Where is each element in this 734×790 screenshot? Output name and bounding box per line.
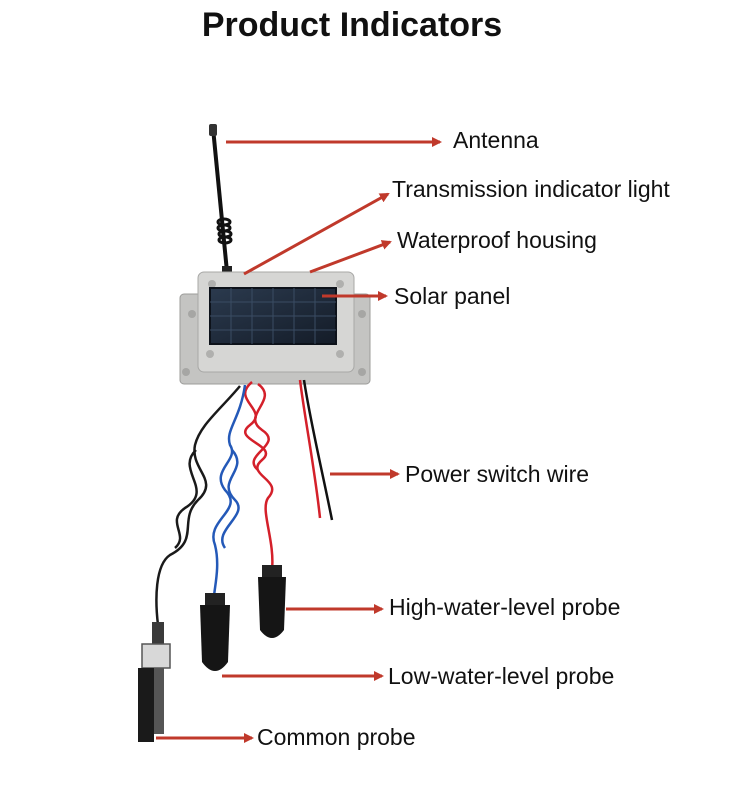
label-antenna: Antenna: [453, 127, 539, 153]
label-transmission-light: Transmission indicator light: [392, 176, 670, 202]
solar-panel-icon: [209, 287, 337, 345]
arrow-transmission-light: [243, 192, 390, 276]
black-wire-icon: [155, 385, 241, 626]
blue-wire-icon: [212, 384, 247, 597]
label-high-probe: High-water-level probe: [389, 594, 621, 620]
arrow-waterproof-housing: [309, 240, 392, 274]
label-solar-panel: Solar panel: [394, 283, 511, 309]
label-low-probe: Low-water-level probe: [388, 663, 615, 689]
label-power-switch-wire: Power switch wire: [405, 461, 590, 487]
low-water-probe-icon: [200, 593, 230, 671]
antenna-icon: [209, 124, 233, 284]
label-common-probe: Common probe: [257, 724, 416, 750]
high-water-probe-icon: [258, 565, 286, 638]
label-waterproof-housing: Waterproof housing: [397, 227, 597, 253]
page-title: Product Indicators: [201, 6, 503, 44]
red-wire-icon: [244, 381, 274, 571]
common-probe-icon: [138, 622, 171, 742]
power-switch-wire-icon: [298, 379, 334, 521]
